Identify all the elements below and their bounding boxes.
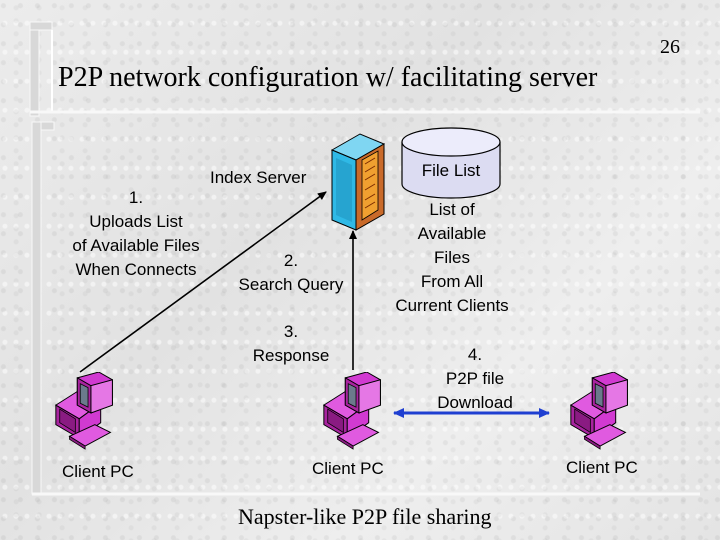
annotation-line: Download	[437, 393, 513, 412]
annotation-line: 4.	[467, 345, 483, 364]
annotation-line: From All	[420, 272, 484, 291]
arrow-upload-list	[79, 191, 327, 373]
annotation-line: 3.	[283, 322, 299, 341]
file-list-description: List of Available Files From All Current…	[382, 198, 522, 318]
content-bracket	[31, 121, 700, 496]
annotation-line: Response	[252, 346, 330, 365]
slide-caption: Napster-like P2P file sharing	[238, 504, 492, 529]
client-right-label: Client PC	[566, 458, 638, 477]
annotation-line: Current Clients	[395, 296, 509, 315]
index-server-label: Index Server	[210, 168, 307, 187]
client-center-label: Client PC	[312, 459, 384, 478]
step4-annotation: 4. P2P file Download	[420, 343, 530, 415]
slide-title: P2P network configuration w/ facilitatin…	[58, 62, 598, 93]
annotation-line: Search Query	[238, 275, 344, 294]
step2-annotation: 2. Search Query	[224, 249, 358, 297]
pc-icon-center	[323, 372, 381, 450]
pc-icon-left	[55, 372, 113, 450]
annotation-line: Available	[417, 224, 487, 243]
annotation-line: 1.	[128, 188, 144, 207]
server-icon	[330, 133, 386, 231]
annotation-line: P2P file	[445, 369, 505, 388]
file-list-label: File List	[421, 161, 481, 180]
annotation-line: List of	[429, 200, 475, 219]
client-left-label: Client PC	[62, 462, 134, 481]
annotation-line: of Available Files	[72, 236, 200, 255]
annotation-line: Files	[434, 248, 470, 267]
step3-annotation: 3. Response	[238, 320, 344, 368]
annotation-line: 2.	[283, 251, 299, 270]
step1-annotation: 1. Uploads List of Available Files When …	[56, 186, 216, 282]
annotation-line: When Connects	[75, 260, 197, 279]
title-bracket	[29, 21, 53, 117]
annotation-line: Uploads List	[89, 212, 183, 231]
file-list-cylinder-icon	[401, 127, 501, 199]
page-number: 26	[660, 36, 680, 58]
pc-icon-right	[570, 372, 628, 450]
